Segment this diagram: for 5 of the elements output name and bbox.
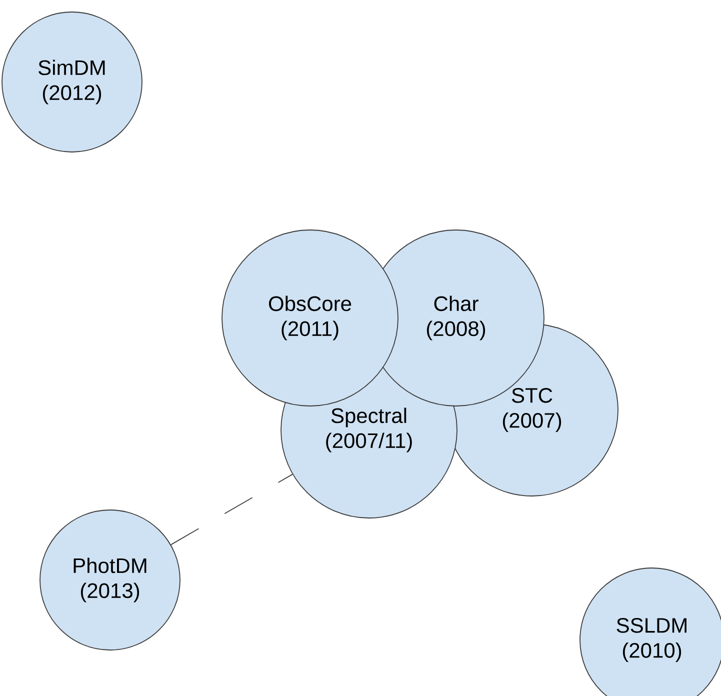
circle-node: ObsCore (2011) [222, 230, 398, 406]
circle-node: SSLDM (2010) [580, 568, 721, 696]
circle-node: SimDM (2012) [2, 12, 142, 152]
circle-node: PhotDM (2013) [40, 510, 180, 650]
dashed-line [170, 474, 293, 546]
